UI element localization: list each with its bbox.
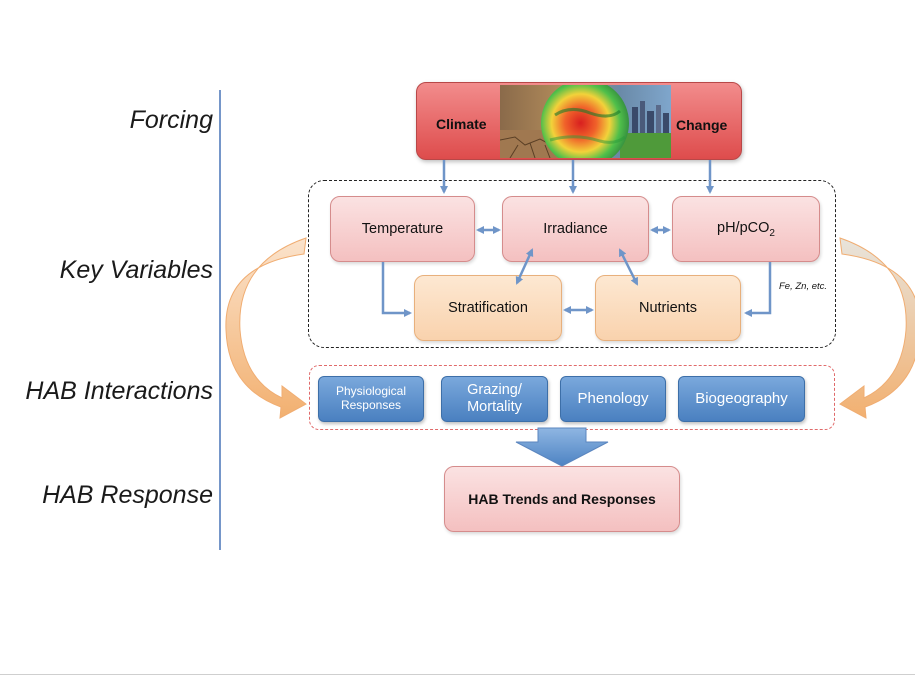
arrow-irradiance-stratification <box>515 248 534 285</box>
physiological-responses-box: Physiological Responses <box>318 376 424 422</box>
row-label-key-variables: Key Variables <box>59 256 213 284</box>
irradiance-label: Irradiance <box>543 221 608 237</box>
hab-trends-box: HAB Trends and Responses <box>444 466 680 532</box>
biogeography-box: Biogeography <box>678 376 805 422</box>
temperature-label: Temperature <box>361 221 444 237</box>
ph-pco2-label: pH/pCO2 <box>717 220 775 239</box>
row-label-hab-response: HAB Response <box>42 481 213 509</box>
grazing-mortality-box: Grazing/ Mortality <box>441 376 548 422</box>
arrow-ph-nutrients <box>744 262 772 317</box>
grazing-mortality-label: Grazing/ Mortality <box>467 382 522 415</box>
nutrients-box: Nutrients <box>595 275 741 341</box>
stratification-label: Stratification <box>448 300 528 316</box>
ph-pco2-box: pH/pCO2 <box>672 196 820 262</box>
hab-trends-label: HAB Trends and Responses <box>468 491 656 507</box>
curved-arrow-right <box>839 237 915 419</box>
biogeography-label: Biogeography <box>695 390 788 408</box>
phenology-box: Phenology <box>560 376 666 422</box>
nutrients-label: Nutrients <box>638 300 698 316</box>
row-axis-line <box>219 90 221 550</box>
arrow-temperature-stratification <box>381 262 412 317</box>
phenology-label: Phenology <box>577 390 649 408</box>
physiological-line1: Physiological <box>335 384 407 399</box>
big-down-arrow <box>515 427 609 467</box>
ph-pco2-subscript: 2 <box>769 227 775 239</box>
row-label-forcing: Forcing <box>129 106 213 134</box>
physiological-responses-label: Physiological Responses <box>335 384 407 413</box>
bottom-divider <box>0 674 915 675</box>
trace-metals-note: Fe, Zn, etc. <box>779 281 828 292</box>
row-label-hab-interactions: HAB Interactions <box>25 377 213 405</box>
climate-label: Climate <box>436 116 487 132</box>
temperature-box: Temperature <box>330 196 475 262</box>
physiological-line2: Responses <box>340 398 402 412</box>
ph-pco2-text: pH/pCO <box>717 219 770 236</box>
curved-arrow-left <box>225 237 307 419</box>
climate-globe-image <box>500 85 671 158</box>
change-label: Change <box>676 117 728 133</box>
grazing-line2: Mortality <box>467 399 522 415</box>
grazing-line1: Grazing/ <box>467 382 522 399</box>
stratification-box: Stratification <box>414 275 562 341</box>
arrow-irradiance-nutrients <box>618 248 639 286</box>
